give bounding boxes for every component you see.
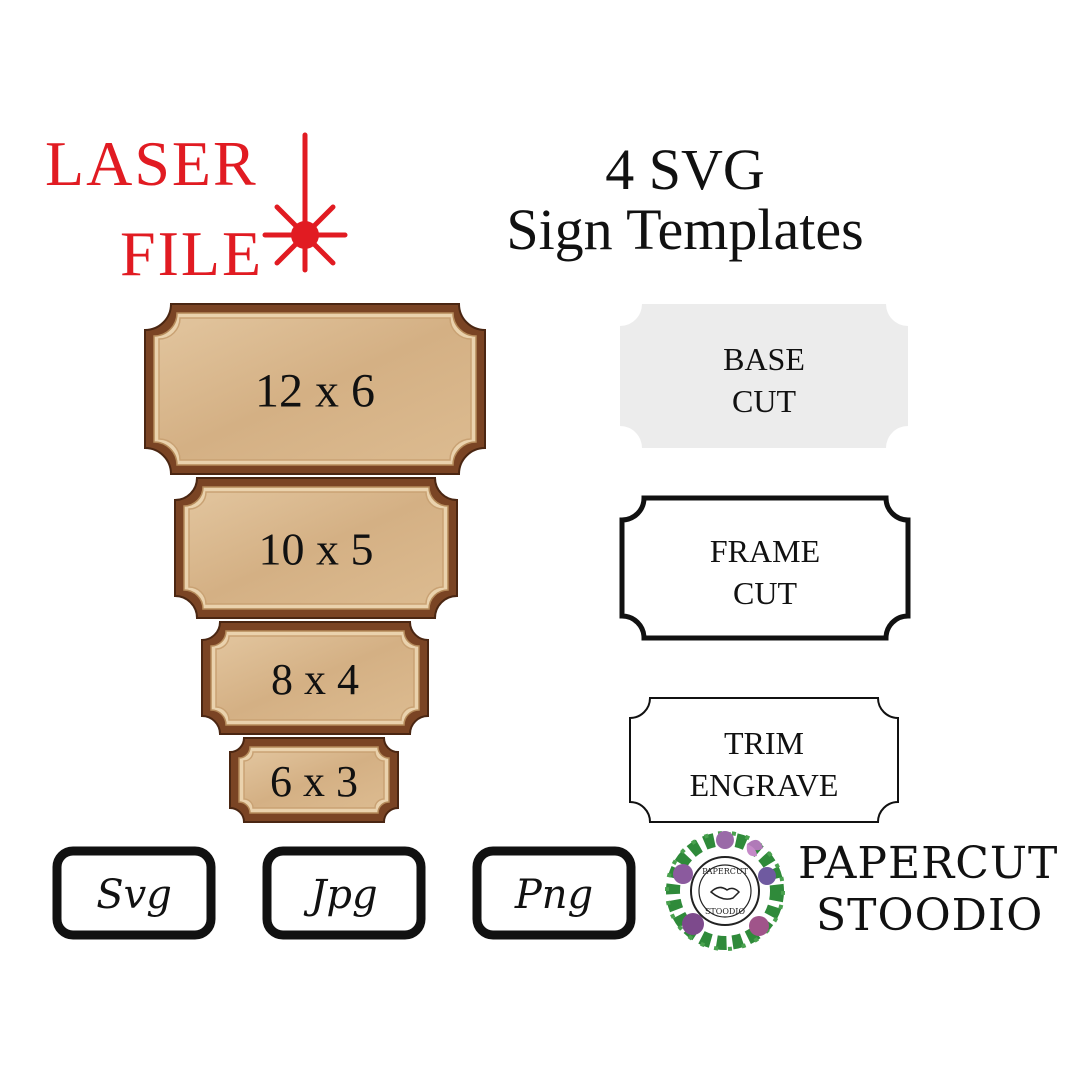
laser-file-logo: LASER FILE [45, 128, 348, 289]
template-label-line-1: FRAME [710, 533, 820, 569]
logo-line-laser: LASER [45, 128, 258, 199]
brand-name: PAPERCUT STOODIO [798, 838, 1058, 942]
template-label-line-2: ENGRAVE [690, 767, 839, 803]
template-base-cut: BASE CUT [620, 304, 908, 448]
papercut-stoodio-wreath-logo: PAPERCUT STOODIO [665, 831, 785, 951]
sign-size-label: 8 x 4 [271, 655, 359, 704]
wood-sign-2: 10 x 5 [174, 477, 458, 619]
laser-beam-icon [262, 132, 348, 273]
format-label-png: Png [514, 872, 593, 918]
headline-line-1: 4 SVG [605, 137, 765, 202]
template-label-line-1: BASE [723, 341, 805, 377]
wood-sign-3: 8 x 4 [201, 621, 429, 735]
wood-sign-stack: 12 x 6 10 x 5 8 x 4 6 x 3 [144, 303, 486, 823]
format-label-jpg: Jpg [303, 872, 377, 918]
headline-line-2: Sign Templates [506, 197, 864, 262]
sign-size-label: 12 x 6 [255, 364, 375, 417]
headline: 4 SVG Sign Templates [470, 140, 900, 260]
logo-line-file: FILE [120, 218, 263, 289]
format-label-svg: Svg [96, 872, 172, 918]
rose-icons [673, 831, 776, 936]
badge-line-2: STOODIO [705, 907, 746, 916]
template-label-line-2: CUT [732, 383, 796, 419]
template-trim-engrave: TRIM ENGRAVE [629, 697, 899, 823]
format-badge-png: Png [472, 846, 636, 940]
format-badge-svg: Svg [52, 846, 216, 940]
butterfly-icon [746, 839, 763, 857]
hand-icon [709, 886, 741, 900]
wood-sign-1: 12 x 6 [144, 303, 486, 475]
template-label-line-2: CUT [733, 575, 797, 611]
format-badge-jpg: Jpg [262, 846, 426, 940]
sign-size-label: 10 x 5 [259, 524, 374, 575]
badge-line-1: PAPERCUT [702, 867, 749, 876]
brand-line-2: STOODIO [816, 890, 1044, 941]
template-stack: BASE CUT FRAME CUT TRIM ENGRAVE [619, 304, 911, 823]
sign-size-label: 6 x 3 [270, 757, 358, 806]
brand-line-1: PAPERCUT [798, 838, 1059, 889]
template-frame-cut: FRAME CUT [619, 495, 911, 641]
wood-sign-4: 6 x 3 [229, 737, 399, 823]
template-label-line-1: TRIM [724, 725, 804, 761]
